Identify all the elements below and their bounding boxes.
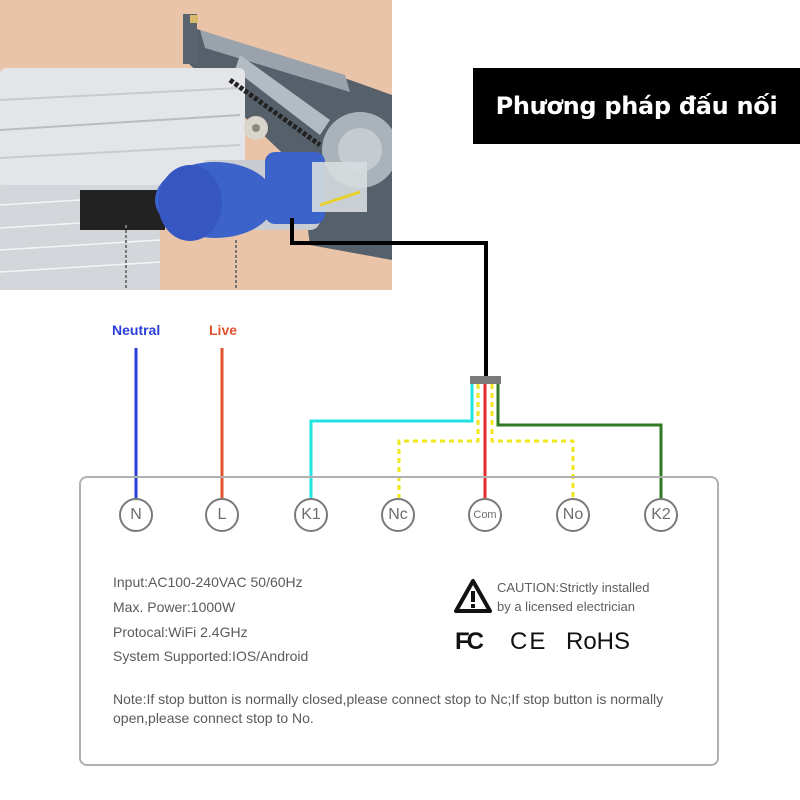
terminal-label: K2 — [651, 506, 671, 523]
controller-panel — [79, 476, 719, 766]
spec-protocol: Protocal:WiFi 2.4GHz — [113, 624, 248, 640]
caution-line1: CAUTION:Strictly installed — [497, 580, 650, 595]
spec-power: Max. Power:1000W — [113, 599, 236, 615]
wiring-note: Note:If stop button is normally closed,p… — [113, 691, 664, 726]
terminal-label: Nc — [388, 506, 408, 523]
rohs-logo: RoHS — [566, 628, 631, 655]
terminal-k2: K2 — [644, 498, 678, 532]
terminal-label: No — [562, 506, 584, 523]
fcc-logo: FC — [455, 628, 484, 655]
terminal-label: K1 — [301, 506, 321, 523]
junction-block — [470, 376, 501, 384]
live-label: Live — [209, 322, 238, 338]
ce-logo: CE — [510, 628, 548, 655]
terminal-n: N — [119, 498, 153, 532]
terminal-label: Com — [473, 509, 497, 521]
terminal-no: No — [556, 498, 590, 532]
terminal-label: L — [217, 506, 227, 523]
terminal-k1: K1 — [294, 498, 328, 532]
terminal-label: N — [130, 506, 142, 523]
terminal-com: Com — [468, 498, 502, 532]
title-text: Phương pháp đấu nối — [495, 92, 778, 120]
caution-line2: by a licensed electrician — [497, 599, 636, 614]
motor-illustration — [0, 14, 392, 290]
title-banner: Phương pháp đấu nối — [473, 68, 800, 144]
neutral-label: Neutral — [112, 322, 161, 338]
motor-photo — [0, 0, 392, 290]
spec-system: System Supported:IOS/Android — [113, 648, 309, 664]
spec-input: Input:AC100-240VAC 50/60Hz — [113, 574, 303, 590]
terminal-nc: Nc — [381, 498, 415, 532]
terminal-l: L — [205, 498, 239, 532]
warning-triangle-icon — [454, 579, 492, 613]
